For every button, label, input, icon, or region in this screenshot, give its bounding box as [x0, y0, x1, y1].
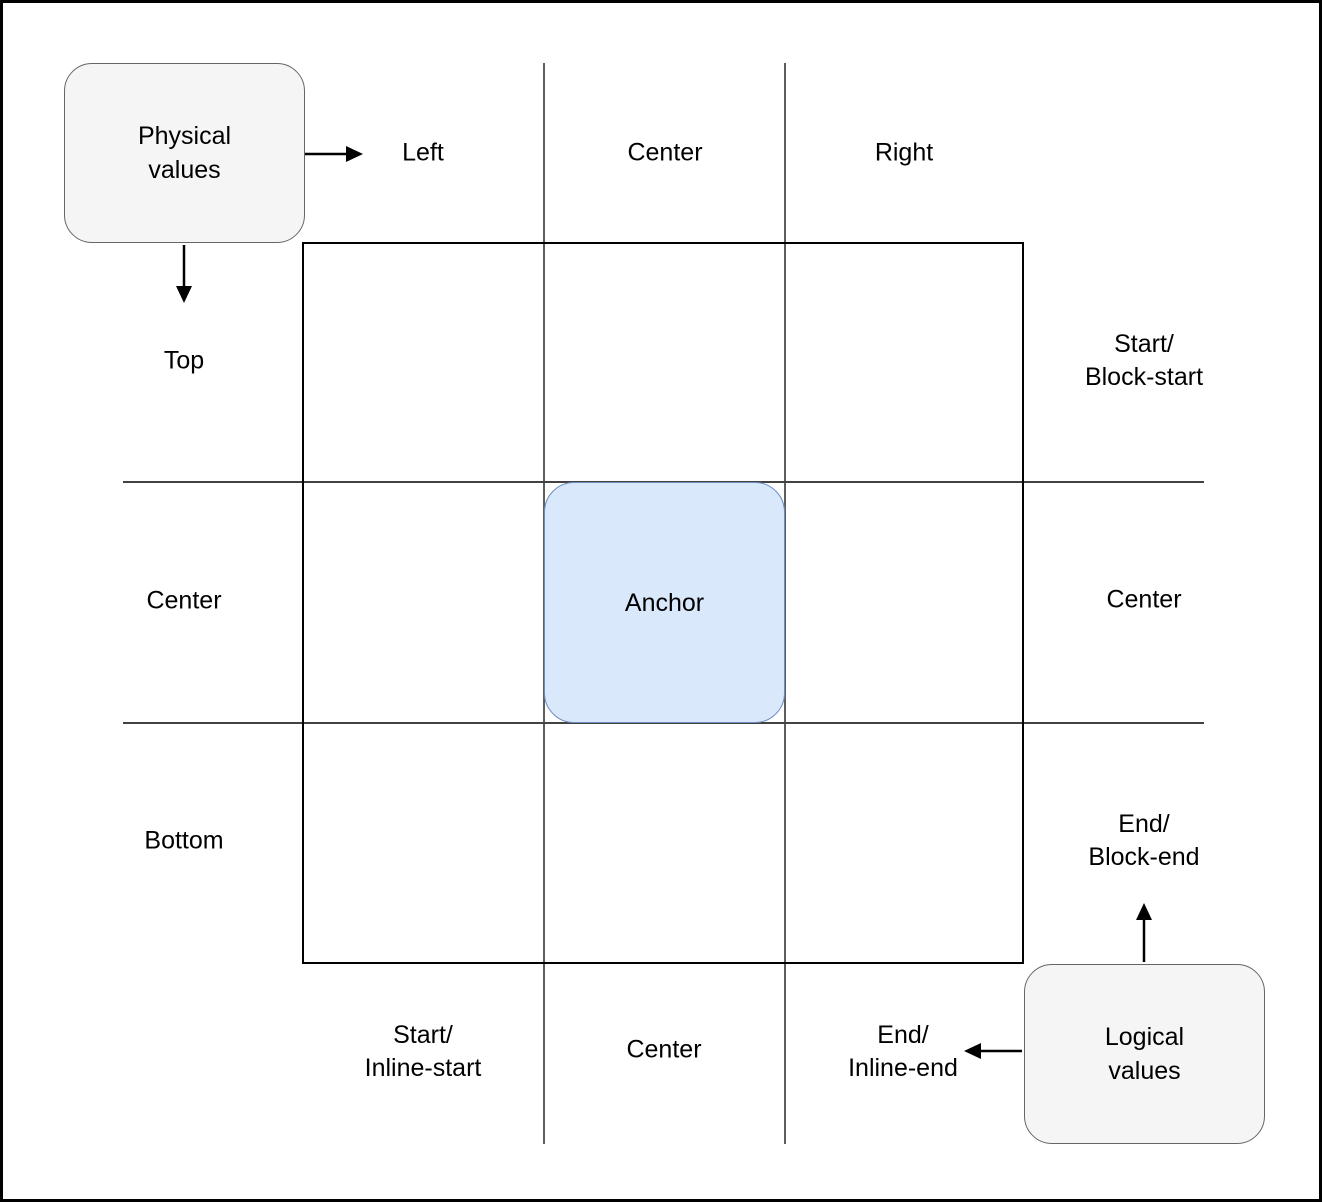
label-end-inline-end-line1: End/ [877, 1021, 929, 1049]
inner-frame-rect [302, 242, 1024, 964]
label-right: Right [874, 138, 934, 167]
label-left-center: Center [146, 586, 222, 615]
label-end-block-end-line2: Block-end [1088, 843, 1200, 871]
label-start-block-start: Start/ Block-start [1085, 328, 1203, 394]
label-bottom-center: Center [626, 1035, 702, 1064]
label-end-block-end: End/ Block-end [1088, 808, 1199, 874]
arrow-logical-to-block-end-head [1136, 903, 1152, 920]
anchor-box: Anchor [544, 482, 785, 723]
logical-values-label-line2: values [1108, 1057, 1181, 1085]
label-end-inline-end: End/ Inline-end [848, 1019, 958, 1085]
label-start-inline-start-line1: Start/ [393, 1021, 453, 1049]
label-top-center: Center [627, 138, 703, 167]
label-start-block-start-line1: Start/ [1114, 330, 1174, 358]
physical-values-label-line2: values [148, 156, 221, 184]
arrow-physical-to-left-head [346, 146, 363, 162]
label-right-center: Center [1106, 585, 1182, 614]
anchor-label: Anchor [624, 588, 705, 617]
label-top: Top [163, 346, 205, 375]
label-end-block-end-line1: End/ [1118, 810, 1170, 838]
label-left: Left [402, 138, 444, 167]
logical-values-box: Logical values [1024, 964, 1265, 1144]
label-start-inline-start: Start/ Inline-start [365, 1019, 482, 1085]
physical-values-box: Physical values [64, 63, 305, 243]
physical-values-label-line1: Physical [137, 122, 232, 150]
label-bottom: Bottom [144, 826, 224, 855]
logical-values-label-line1: Logical [1104, 1023, 1185, 1051]
label-start-block-start-line2: Block-start [1084, 363, 1204, 391]
arrow-logical-to-inline-end-head [964, 1043, 981, 1059]
label-start-inline-start-line2: Inline-start [364, 1054, 482, 1082]
label-end-inline-end-line2: Inline-end [848, 1054, 958, 1082]
arrow-physical-to-top-head [176, 286, 192, 303]
